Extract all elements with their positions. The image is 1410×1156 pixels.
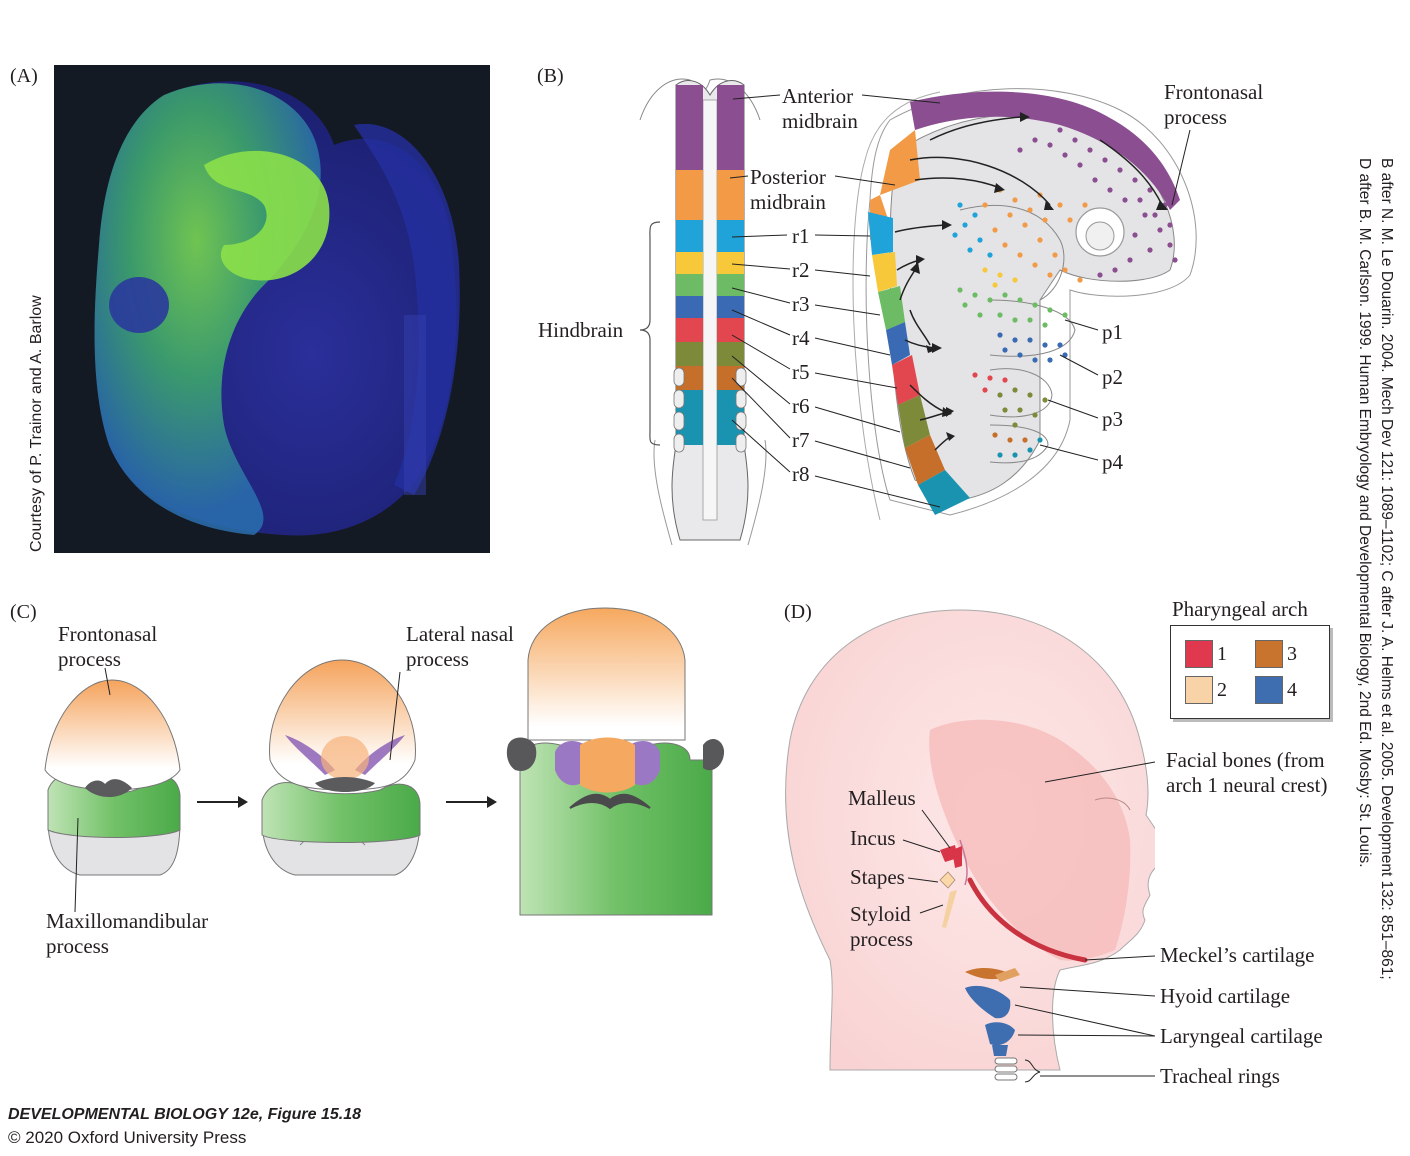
label-p1: p1 [1102,320,1123,344]
legend-label-1: 1 [1217,643,1227,665]
label-line: arch 1 neural crest) [1166,773,1328,797]
label-line: process [406,647,469,671]
label-r1: r1 [792,224,810,248]
credit-line: B after N. M. Le Douarin. 2004. Mech Dev… [1378,158,1395,980]
legend-swatch-1 [1185,640,1213,668]
legend-label-3: 3 [1287,643,1297,665]
panel-d-label: (D) [784,601,812,623]
label-facial-bones: Facial bones (from arch 1 neural crest) [1166,748,1328,798]
head-skeleton-diagram [785,609,1155,1083]
label-r8: r8 [792,462,810,486]
label-incus: Incus [850,826,896,850]
panel-c-label: (C) [10,601,37,623]
label-r6: r6 [792,394,810,418]
legend-label-4: 4 [1287,679,1297,701]
label-line: process [58,647,121,671]
label-line: Lateral nasal [406,622,514,646]
label-p4: p4 [1102,450,1123,474]
credit-right: B after N. M. Le Douarin. 2004. Mech Dev… [1353,158,1397,980]
neural-crest-diagram [639,78,1197,546]
label-r7: r7 [792,428,810,452]
label-line: Frontonasal [58,622,158,646]
label-line: process [1164,105,1227,129]
label-maxillomandibular: Maxillomandibular process [46,909,208,959]
pharyngeal-arch-legend: 1 3 2 4 [1170,625,1330,719]
label-r4: r4 [792,326,810,350]
legend-swatch-2 [1185,676,1213,704]
face-development-diagram [44,607,725,916]
panel-b-label: (B) [537,65,564,87]
legend-title: Pharyngeal arch [1172,597,1308,621]
label-line: Styloid [850,902,911,926]
label-posterior-midbrain: Posterior midbrain [750,165,826,215]
label-frontonasal-b: Frontonasal process [1164,80,1263,130]
label-line: process [850,927,913,951]
embryo-micrograph [54,65,490,553]
legend-label-2: 2 [1217,679,1227,701]
label-hyoid: Hyoid cartilage [1160,984,1291,1008]
label-styloid: Styloid process [850,902,913,952]
label-hindbrain: Hindbrain [538,318,624,342]
label-line: Maxillomandibular [46,909,209,933]
label-line: Frontonasal [1164,80,1264,104]
label-p3: p3 [1102,407,1123,431]
label-r5: r5 [792,360,810,384]
label-p2: p2 [1102,365,1123,389]
label-anterior-midbrain: Anterior midbrain [782,84,858,134]
label-line: Anterior [782,84,854,108]
credit-line: D after B. M. Carlson. 1999. Human Embry… [1356,158,1373,868]
legend-swatch-3 [1255,640,1283,668]
label-r2: r2 [792,258,810,282]
label-tracheal: Tracheal rings [1160,1064,1280,1088]
label-laryngeal: Laryngeal cartilage [1160,1024,1323,1048]
copyright: © 2020 Oxford University Press [8,1128,247,1147]
legend-swatch-4 [1255,676,1283,704]
label-frontonasal-c: Frontonasal process [58,622,157,672]
label-stapes: Stapes [850,865,905,889]
label-line: midbrain [750,190,826,214]
label-malleus: Malleus [848,786,916,810]
panel-a-label: (A) [10,65,38,87]
label-line: Facial bones (from [1166,748,1325,772]
label-line: Posterior [750,165,826,189]
label-meckel: Meckel’s cartilage [1160,943,1315,967]
credit-a: Courtesy of P. Trainor and A. Barlow [28,295,45,552]
figure-caption: DEVELOPMENTAL BIOLOGY 12e, Figure 15.18 [8,1106,361,1123]
label-line: midbrain [782,109,858,133]
label-r3: r3 [792,292,810,316]
neural-tube-bands [676,85,744,445]
label-line: process [46,934,109,958]
label-lateral-nasal: Lateral nasal process [406,622,514,672]
neural-crest-cells [952,127,1178,458]
